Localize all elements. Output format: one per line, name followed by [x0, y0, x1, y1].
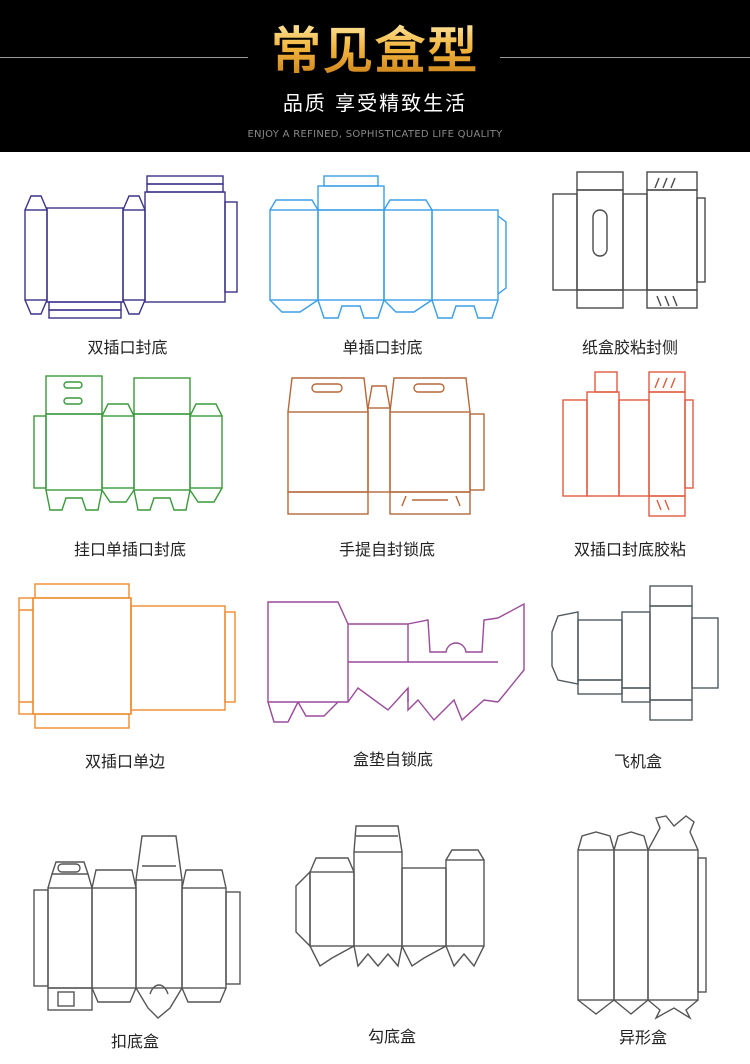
page-tagline-english: ENJOY A REFINED, SOPHISTICATED LIFE QUAL… — [247, 129, 503, 140]
header-banner: 常见盒型 品质 享受精致生活 ENJOY A REFINED, SOPHISTI… — [0, 0, 750, 152]
box-card-mailer-box: 飞机盒 — [548, 582, 728, 782]
box-label: 飞机盒 — [613, 752, 662, 771]
dieline-glued-side-diagram — [552, 171, 706, 309]
dieline-special-shape-diagram — [577, 815, 707, 1020]
box-card-pad-lock-bottom: 盒垫自锁底 — [258, 592, 528, 782]
box-card-double-tuck-single-edge: 双插口单边 — [15, 582, 236, 782]
page-subtitle: 品质 享受精致生活 — [282, 91, 468, 115]
box-card-double-tuck: 双插口封底 — [15, 172, 240, 362]
box-label: 双插口封底 — [87, 338, 168, 357]
box-card-hook-bottom: 勾底盒 — [292, 822, 492, 1057]
dieline-single-tuck-diagram — [269, 175, 507, 319]
dieline-double-tuck-single-edge-diagram — [18, 583, 236, 729]
dieline-pad-lock-bottom-diagram — [267, 601, 525, 723]
dieline-hook-bottom-diagram — [295, 825, 485, 968]
dieline-hang-tab-diagram — [33, 375, 223, 511]
box-card-snap-bottom: 扣底盒 — [30, 832, 241, 1057]
dieline-double-tuck-diagram — [24, 175, 238, 319]
header-divider-left — [0, 57, 248, 58]
box-label: 单插口封底 — [342, 338, 423, 357]
box-card-glued-side: 纸盒胶粘封侧 — [545, 170, 715, 362]
box-card-double-tuck-glued: 双插口封底胶粘 — [555, 370, 705, 562]
dieline-mailer-box-diagram — [551, 585, 719, 721]
box-card-special-shape: 异形盒 — [568, 814, 718, 1057]
box-label: 盒垫自锁底 — [352, 750, 433, 769]
box-label: 挂口单插口封底 — [73, 540, 186, 559]
box-label: 异形盒 — [618, 1028, 667, 1047]
box-card-hang-tab: 挂口单插口封底 — [30, 372, 230, 562]
box-label: 手提自封锁底 — [338, 540, 435, 559]
box-label: 双插口封底胶粘 — [573, 540, 686, 559]
box-label: 纸盒胶粘封侧 — [581, 338, 678, 357]
box-label: 勾底盒 — [367, 1027, 416, 1046]
header-divider-right — [500, 57, 750, 58]
page-title: 常见盒型 — [0, 20, 750, 82]
box-label: 双插口单边 — [84, 752, 165, 771]
dieline-double-tuck-glued-diagram — [562, 371, 694, 517]
box-type-grid: 双插口封底 单插口封底 — [0, 152, 750, 1064]
dieline-snap-bottom-diagram — [33, 835, 241, 1019]
box-card-single-tuck: 单插口封底 — [260, 172, 507, 362]
dieline-handle-lock-diagram — [287, 377, 485, 515]
box-card-handle-lock: 手提自封锁底 — [282, 372, 492, 562]
box-label: 扣底盒 — [110, 1032, 159, 1051]
